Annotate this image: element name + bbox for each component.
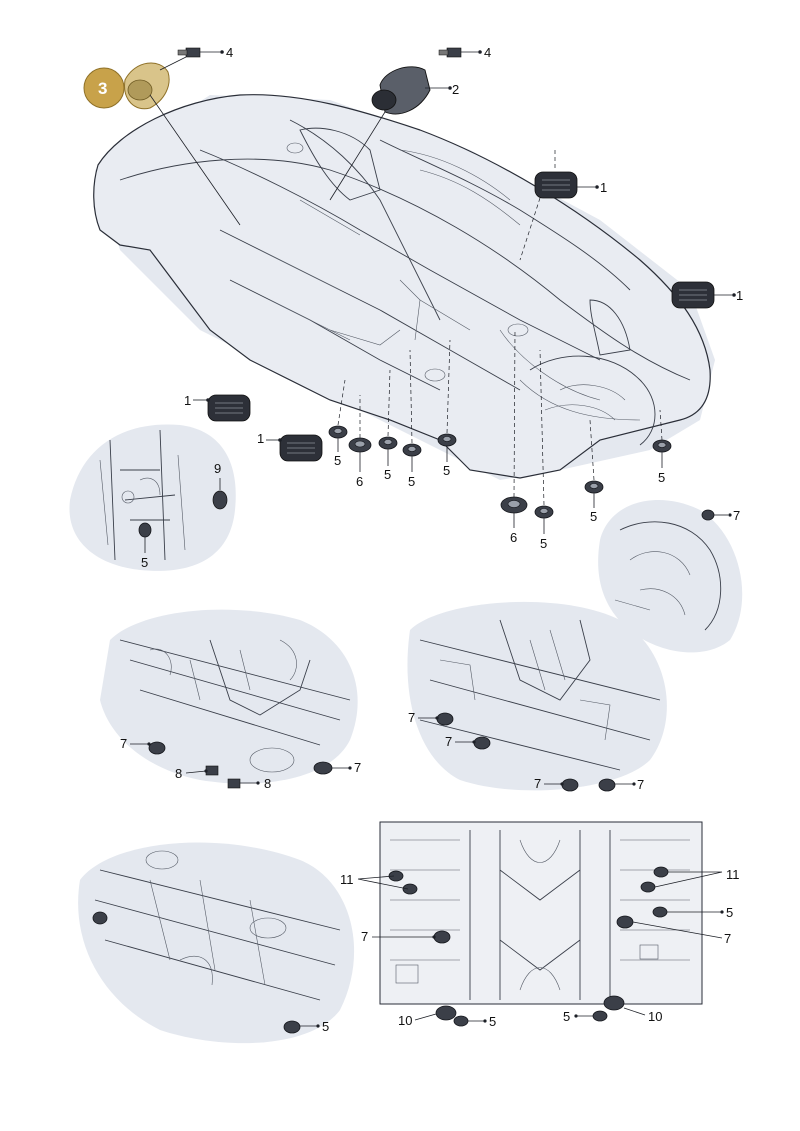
label-part-5: 5 [141, 555, 148, 570]
label-part-7: 7 [354, 760, 361, 775]
plug-row-rear-floor [92, 911, 301, 1034]
part-1-grille [279, 434, 323, 462]
label-part-7: 7 [733, 508, 740, 523]
detail-panel-front-floor [100, 609, 358, 784]
screw-icon [438, 47, 462, 58]
part-1-grille [534, 171, 578, 199]
label-part-11: 11 [340, 872, 354, 887]
label-part-7: 7 [724, 931, 731, 946]
label-part-5: 5 [658, 470, 665, 485]
label-part-1: 1 [600, 180, 607, 195]
car-body-underside [93, 94, 715, 480]
label-part-4: 4 [226, 45, 233, 60]
label-part-9: 9 [214, 461, 221, 476]
label-part-5: 5 [443, 463, 450, 478]
label-part-7: 7 [361, 929, 368, 944]
label-part-1: 1 [257, 431, 264, 446]
part-1-grille [671, 281, 715, 309]
plug-row-underbody-plan [388, 866, 669, 1027]
plug-row-front-floor [148, 741, 333, 789]
detail-panel-underbody-plan [379, 821, 703, 1005]
label-part-6: 6 [356, 474, 363, 489]
plug-row-main [328, 425, 672, 519]
label-part-1: 1 [736, 288, 743, 303]
plug-icon [701, 509, 715, 521]
label-part-7: 7 [637, 777, 644, 792]
plug-icon [212, 490, 228, 510]
callout-badge-3: 3 [83, 67, 125, 109]
label-part-4: 4 [484, 45, 491, 60]
screw-icon [177, 47, 201, 58]
part-1-grille [207, 394, 251, 422]
detail-panel-rear-floor [78, 842, 355, 1044]
plug-row-centre-floor [436, 712, 616, 792]
label-part-7: 7 [408, 710, 415, 725]
label-part-6: 6 [510, 530, 517, 545]
label-part-5: 5 [563, 1009, 570, 1024]
detail-panel-wheel-arch [598, 500, 743, 653]
label-part-5: 5 [322, 1019, 329, 1034]
part-3-plug [124, 62, 170, 110]
label-part-7: 7 [534, 776, 541, 791]
label-part-2: 2 [452, 82, 459, 97]
part-2-duct [371, 66, 431, 115]
label-part-5: 5 [334, 453, 341, 468]
label-part-10: 10 [648, 1009, 662, 1024]
detail-panel-a-pillar [69, 424, 236, 571]
label-part-5: 5 [489, 1014, 496, 1029]
label-part-8: 8 [175, 766, 182, 781]
label-part-5: 5 [408, 474, 415, 489]
label-part-5: 5 [726, 905, 733, 920]
label-part-11: 11 [726, 867, 740, 882]
label-part-5: 5 [540, 536, 547, 551]
label-part-5: 5 [590, 509, 597, 524]
label-part-7: 7 [120, 736, 127, 751]
detail-panel-centre-floor [407, 601, 667, 791]
badge-number-3: 3 [98, 79, 107, 98]
plug-icon [138, 522, 152, 538]
label-part-8: 8 [264, 776, 271, 791]
label-part-5: 5 [384, 467, 391, 482]
label-part-10: 10 [398, 1013, 412, 1028]
label-part-1: 1 [184, 393, 191, 408]
label-part-7: 7 [445, 734, 452, 749]
